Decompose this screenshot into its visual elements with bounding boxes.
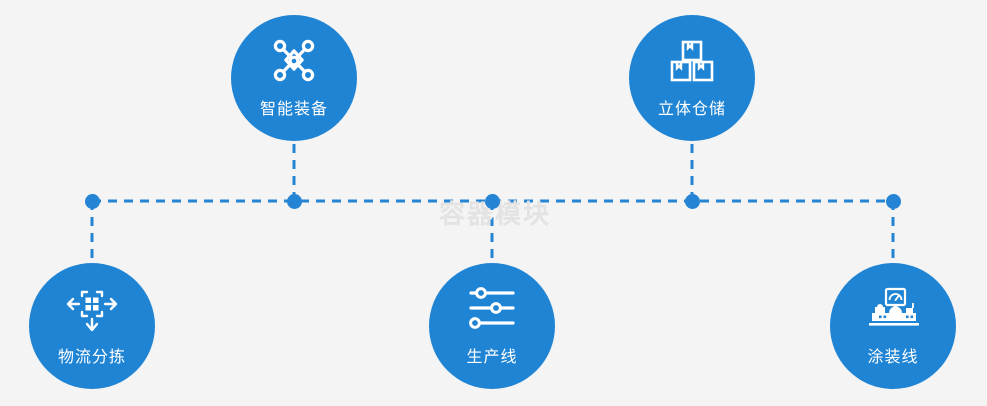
node-label-stereoscopic-warehouse: 立体仓储 (657, 99, 726, 118)
trunk-dot-4 (684, 193, 700, 209)
paint-booth-icon (865, 285, 921, 333)
node-label-intelligent-equipment: 智能装备 (259, 99, 328, 118)
node-production-line[interactable]: 生产线 (429, 263, 555, 389)
stacked-boxes-icon (664, 37, 720, 85)
node-label-painting-line: 涂装线 (867, 347, 919, 366)
node-label-production-line: 生产线 (466, 347, 518, 366)
node-painting-line[interactable]: 涂装线 (830, 263, 956, 389)
trunk-dot-5 (885, 193, 901, 209)
node-intelligent-equipment[interactable]: 智能装备 (231, 15, 357, 141)
trunk-dot-2 (286, 193, 302, 209)
sorting-arrows-icon (64, 285, 120, 333)
node-label-logistics-sorting: 物流分拣 (57, 347, 126, 366)
trunk-dot-1 (84, 193, 100, 209)
sliders-icon (464, 285, 520, 333)
node-stereoscopic-warehouse[interactable]: 立体仓储 (629, 15, 755, 141)
network-nodes-icon (266, 37, 322, 85)
trunk-dot-3 (484, 193, 500, 209)
node-logistics-sorting[interactable]: 物流分拣 (29, 263, 155, 389)
